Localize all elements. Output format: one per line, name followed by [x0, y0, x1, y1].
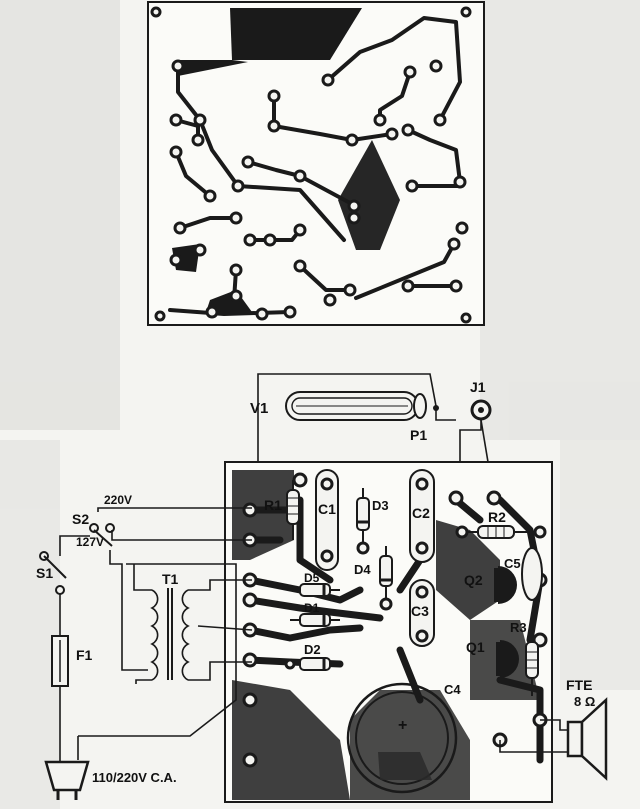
c5-label: C5	[504, 556, 521, 571]
s2-220v-label: 220V	[104, 493, 132, 507]
component-c5: C5	[504, 547, 543, 601]
component-r3: R3	[510, 620, 539, 696]
d2-label: D2	[304, 642, 321, 657]
component-speaker: FTE 8 Ω	[499, 677, 608, 781]
component-d4: D4	[354, 546, 393, 611]
p1-label: P1	[410, 427, 427, 443]
component-q1: Q1	[466, 639, 519, 678]
component-v1: V1 P1	[250, 373, 456, 462]
component-d1: D1	[290, 601, 340, 627]
d1-label: D1	[304, 601, 320, 615]
component-c4: + C4	[346, 682, 461, 794]
component-q2: Q2	[464, 566, 517, 604]
mains-wiring: S2 220V 127V S1 F1 T1	[36, 493, 253, 800]
pcb-top	[147, 1, 485, 326]
q2-label: Q2	[464, 572, 483, 588]
pcb-bottom	[224, 461, 553, 803]
c4-plus-sign: +	[398, 717, 407, 734]
s1-label: S1	[36, 565, 53, 581]
c1-label: C1	[318, 501, 336, 517]
fuse-icon	[51, 635, 69, 687]
fte-label: FTE	[566, 677, 592, 693]
c4-label: C4	[444, 682, 461, 697]
component-d3: D3	[356, 488, 389, 555]
component-d2: D2	[284, 642, 340, 671]
mains-label: 110/220V C.A.	[92, 770, 177, 785]
r2-label: R2	[488, 509, 506, 525]
c3-label: C3	[411, 603, 429, 619]
mains-plug-icon	[44, 736, 90, 800]
q1-label: Q1	[466, 639, 485, 655]
c2-label: C2	[412, 505, 430, 521]
component-c2: C2	[409, 469, 435, 563]
speaker-icon	[566, 697, 608, 781]
d3-label: D3	[372, 498, 389, 513]
component-c3: C3	[409, 579, 435, 647]
component-j1: J1	[459, 379, 495, 499]
s2-127v-label: 127V	[76, 535, 104, 549]
f1-label: F1	[76, 647, 93, 663]
j1-label: J1	[470, 379, 486, 395]
v1-label: V1	[250, 400, 268, 417]
d5-label: D5	[304, 571, 320, 585]
s2-label: S2	[72, 511, 89, 527]
component-d5: D5	[290, 571, 340, 597]
fte-impedance-label: 8 Ω	[574, 694, 595, 709]
switch-icon	[89, 523, 115, 547]
t1-label: T1	[162, 571, 179, 587]
d4-label: D4	[354, 562, 371, 577]
transformer-icon	[150, 588, 190, 681]
r1-label: R1	[264, 497, 282, 513]
component-r1: R1	[264, 480, 300, 540]
r3-label: R3	[510, 620, 527, 635]
component-c1: C1	[315, 469, 339, 571]
component-r2: R2	[455, 509, 547, 539]
